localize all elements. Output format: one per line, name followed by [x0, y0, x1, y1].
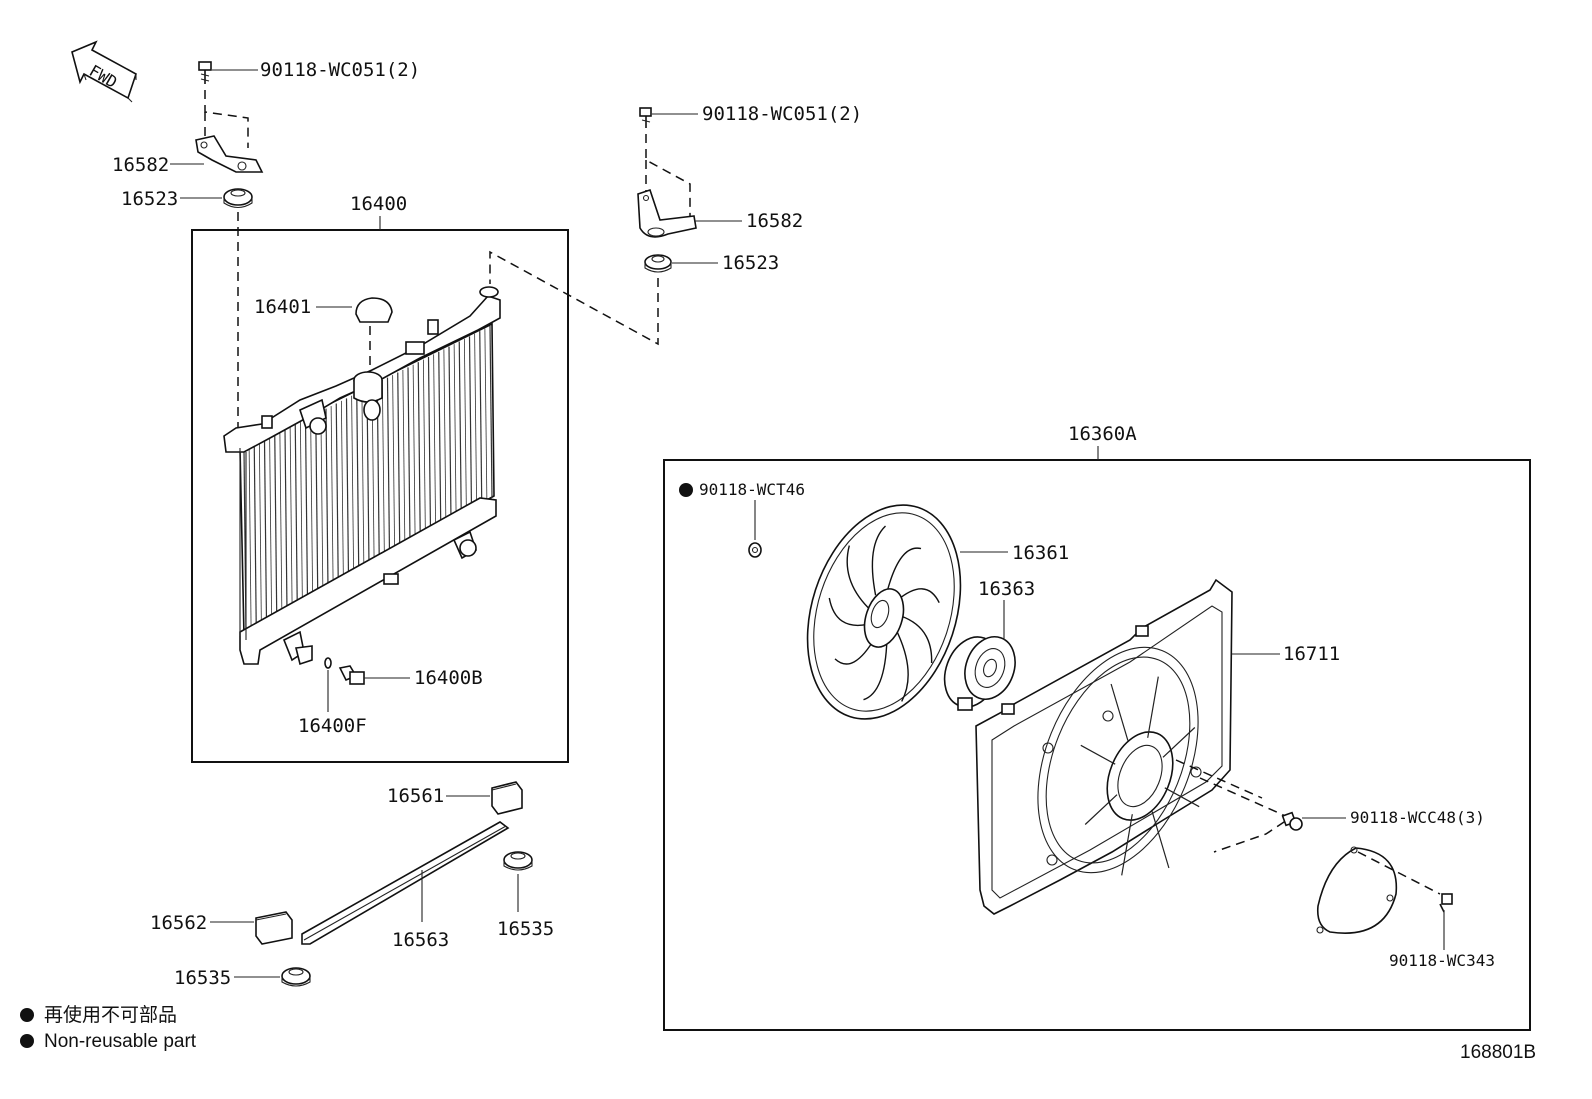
callout-cushion-right: 16523	[722, 252, 779, 274]
legend-dot-en-icon	[20, 1034, 34, 1048]
shroud-icon	[975, 578, 1233, 915]
drain-cock-icon	[338, 665, 365, 685]
seal-upper-icon	[491, 781, 523, 815]
bolt-shroud-icon	[1281, 811, 1303, 831]
callout-fan-assy: 16360A	[1068, 423, 1137, 445]
callout-motor: 16363	[978, 578, 1035, 600]
nut-icon	[748, 542, 762, 558]
callout-bracket-left: 16582	[112, 154, 169, 176]
drain-oring-icon	[324, 657, 332, 669]
seal-lower-icon	[255, 911, 293, 945]
callout-bolt-shroud: 90118-WCC48(3)	[1350, 808, 1485, 827]
fan-icon	[806, 504, 962, 720]
callout-bracket-right: 16582	[746, 210, 803, 232]
cushion-left-icon	[223, 188, 253, 209]
cushion-lower-left-icon	[281, 967, 311, 987]
cushion-right-icon	[644, 254, 672, 273]
fwd-arrow-icon: FWD	[71, 40, 137, 103]
callout-seal-long: 16563	[392, 929, 449, 951]
bracket-right-icon	[637, 188, 697, 238]
callout-seal-lower: 16562	[150, 912, 207, 934]
legend-jp: 再使用不可部品	[44, 1004, 177, 1026]
bolt-left-icon	[198, 61, 212, 84]
diagram-code: 168801B	[1460, 1042, 1536, 1063]
non-reusable-dot-icon	[679, 483, 693, 497]
legend-dot-jp-icon	[20, 1008, 34, 1022]
legend-en: Non-reusable part	[44, 1031, 197, 1052]
callout-cushion-lower-left: 16535	[174, 967, 231, 989]
cushion-lower-right-icon	[503, 851, 533, 871]
callout-bolt-top-left: 90118-WC051(2)	[260, 59, 420, 81]
callout-nut-fan: 90118-WCT46	[699, 480, 805, 499]
callout-bolt-cover: 90118-WC343	[1389, 951, 1495, 970]
bracket-left-icon	[195, 135, 264, 173]
callout-radiator-assy: 16400	[350, 193, 407, 215]
seal-long-icon	[301, 821, 510, 945]
callout-cushion-left: 16523	[121, 188, 178, 210]
motor-icon	[943, 636, 1016, 711]
callout-fan: 16361	[1012, 542, 1069, 564]
callout-bolt-top-right: 90118-WC051(2)	[702, 103, 862, 125]
callout-radiator-cap: 16401	[254, 296, 311, 318]
radiator-icon	[223, 286, 501, 666]
callout-drain-oring: 16400F	[298, 715, 367, 737]
callout-shroud: 16711	[1283, 643, 1340, 665]
callout-seal-upper: 16561	[387, 785, 444, 807]
bolt-right-icon	[639, 107, 652, 128]
bolt-cover-icon	[1439, 893, 1453, 913]
callout-drain-cock: 16400B	[414, 667, 483, 689]
callout-cushion-lower-right: 16535	[497, 918, 554, 940]
motor-cover-icon	[1316, 846, 1398, 934]
fan-group-frame	[663, 459, 1531, 1031]
radiator-cap-icon	[355, 297, 393, 323]
